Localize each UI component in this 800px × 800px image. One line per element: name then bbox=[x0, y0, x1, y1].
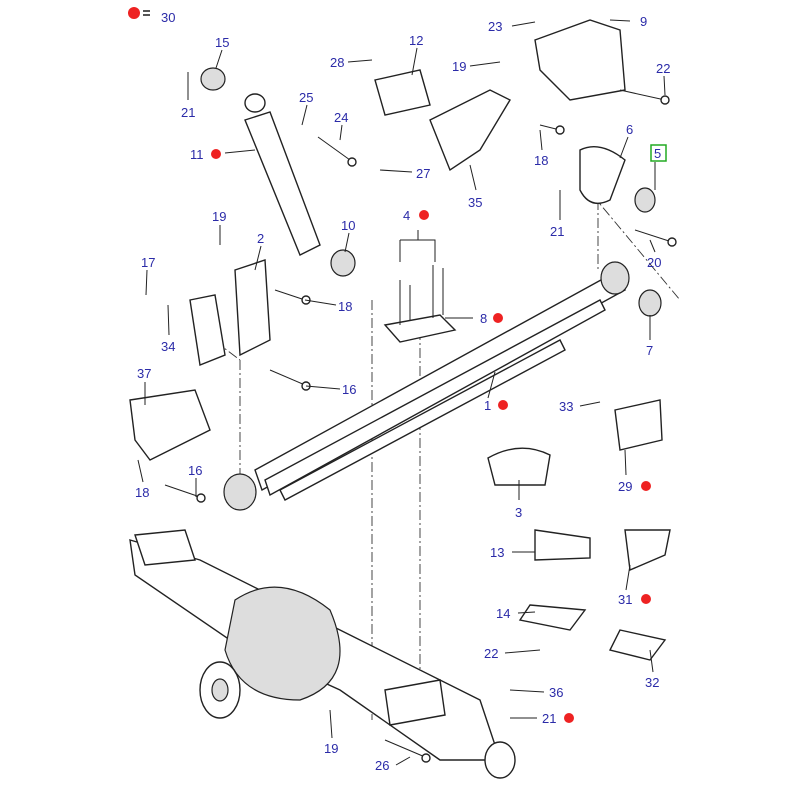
callout-8[interactable]: 8 bbox=[480, 311, 487, 326]
callout-19[interactable]: 19 bbox=[212, 209, 226, 224]
callout-1[interactable]: 1 bbox=[484, 398, 491, 413]
rear-axle bbox=[129, 529, 516, 779]
callout-21[interactable]: 21 bbox=[542, 711, 556, 726]
leaf-spring bbox=[223, 261, 630, 511]
callout-34[interactable]: 34 bbox=[161, 339, 175, 354]
leader-lines bbox=[137, 19, 666, 766]
callout-labels: 15 21 25 24 11 28 12 19 27 35 23 9 22 6 … bbox=[135, 14, 670, 773]
callout-37[interactable]: 37 bbox=[137, 366, 151, 381]
legend-marker-icon bbox=[128, 7, 140, 19]
callout-22[interactable]: 22 bbox=[484, 646, 498, 661]
marker-dot-icon bbox=[419, 210, 429, 220]
callout-15[interactable]: 15 bbox=[215, 35, 229, 50]
callout-28[interactable]: 28 bbox=[330, 55, 344, 70]
callout-26[interactable]: 26 bbox=[375, 758, 389, 773]
callout-33[interactable]: 33 bbox=[559, 399, 573, 414]
callout-23[interactable]: 23 bbox=[488, 19, 502, 34]
callout-9[interactable]: 9 bbox=[640, 14, 647, 29]
callout-3[interactable]: 3 bbox=[515, 505, 522, 520]
callout-18[interactable]: 18 bbox=[534, 153, 548, 168]
marker-dot-icon bbox=[641, 594, 651, 604]
marker-dot-icon bbox=[498, 400, 508, 410]
callout-27[interactable]: 27 bbox=[416, 166, 430, 181]
callout-19[interactable]: 19 bbox=[324, 741, 338, 756]
shock-absorber bbox=[200, 67, 356, 277]
callout-31[interactable]: 31 bbox=[618, 592, 632, 607]
marker-dot-icon bbox=[641, 481, 651, 491]
callout-19[interactable]: 19 bbox=[452, 59, 466, 74]
callout-21[interactable]: 21 bbox=[550, 224, 564, 239]
callout-7[interactable]: 7 bbox=[646, 343, 653, 358]
callout-24[interactable]: 24 bbox=[334, 110, 348, 125]
callout-16[interactable]: 16 bbox=[342, 382, 356, 397]
callout-11[interactable]: 11 bbox=[190, 147, 204, 162]
callout-highlight-box bbox=[650, 144, 667, 162]
callout-18[interactable]: 18 bbox=[135, 485, 149, 500]
callout-4[interactable]: 4 bbox=[403, 208, 410, 223]
marker-dot-icon bbox=[211, 149, 221, 159]
callout-14[interactable]: 14 bbox=[496, 606, 510, 621]
callout-2[interactable]: 2 bbox=[257, 231, 264, 246]
callout-12[interactable]: 12 bbox=[409, 33, 423, 48]
callout-20[interactable]: 20 bbox=[647, 255, 661, 270]
marker-dot-icon bbox=[493, 313, 503, 323]
callout-36[interactable]: 36 bbox=[549, 685, 563, 700]
callout-16[interactable]: 16 bbox=[188, 463, 202, 478]
callout-21[interactable]: 21 bbox=[181, 105, 195, 120]
callout-35[interactable]: 35 bbox=[468, 195, 482, 210]
callout-32[interactable]: 32 bbox=[645, 675, 659, 690]
callout-10[interactable]: 10 bbox=[341, 218, 355, 233]
callout-22[interactable]: 22 bbox=[656, 61, 670, 76]
callout-13[interactable]: 13 bbox=[490, 545, 504, 560]
callout-5[interactable]: 5 bbox=[654, 146, 661, 161]
callout-17[interactable]: 17 bbox=[141, 255, 155, 270]
legend-text: 30 bbox=[161, 10, 175, 25]
callout-29[interactable]: 29 bbox=[618, 479, 632, 494]
marker-dot-icon bbox=[564, 713, 574, 723]
callout-6[interactable]: 6 bbox=[626, 122, 633, 137]
callout-25[interactable]: 25 bbox=[299, 90, 313, 105]
brackets bbox=[129, 19, 671, 661]
callout-18[interactable]: 18 bbox=[338, 299, 352, 314]
